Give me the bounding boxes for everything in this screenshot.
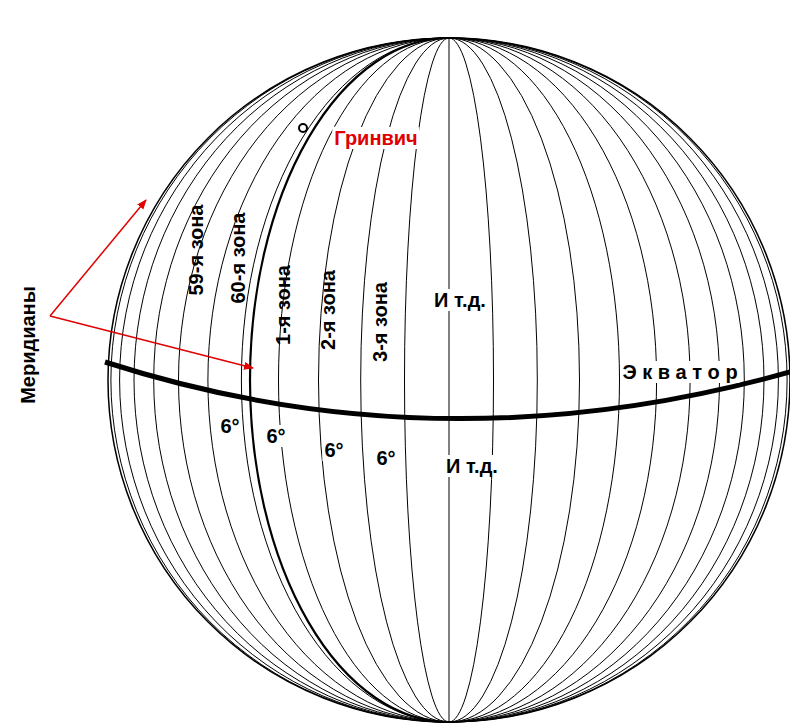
equator-line [105,362,790,419]
meridian [154,38,745,722]
meridian [279,38,620,722]
leader-arrow [50,200,146,316]
meridian [120,38,779,722]
meridian [449,38,450,722]
degree-label: 6° [374,447,397,469]
greenwich-meridian [250,38,449,722]
equator-label: Э к в а т о р [620,361,739,383]
zone-label: 2-я зона [317,268,339,352]
zone-label: 3-я зона [369,280,391,364]
etc-label: И т.д. [444,455,500,477]
degree-label: 6° [322,439,345,461]
meridians-label: Меридианы [17,284,39,406]
degree-label: 6° [218,415,241,437]
meridian [319,38,580,722]
meridian [134,38,764,722]
etc-label: И т.д. [432,289,488,311]
degree-label: 6° [264,425,287,447]
meridian [241,38,656,722]
greenwich-label: Гринвич [332,127,419,149]
greenwich-point [299,124,307,132]
zone-label: 59-я зона [185,203,207,298]
meridian [111,38,787,722]
meridian [208,38,690,722]
globe-outline [108,38,790,722]
zone-label: 1-я зона [272,263,294,347]
meridian-lines [108,38,790,722]
leader-arrow [50,316,253,368]
zone-label: 60-я зона [227,211,249,306]
